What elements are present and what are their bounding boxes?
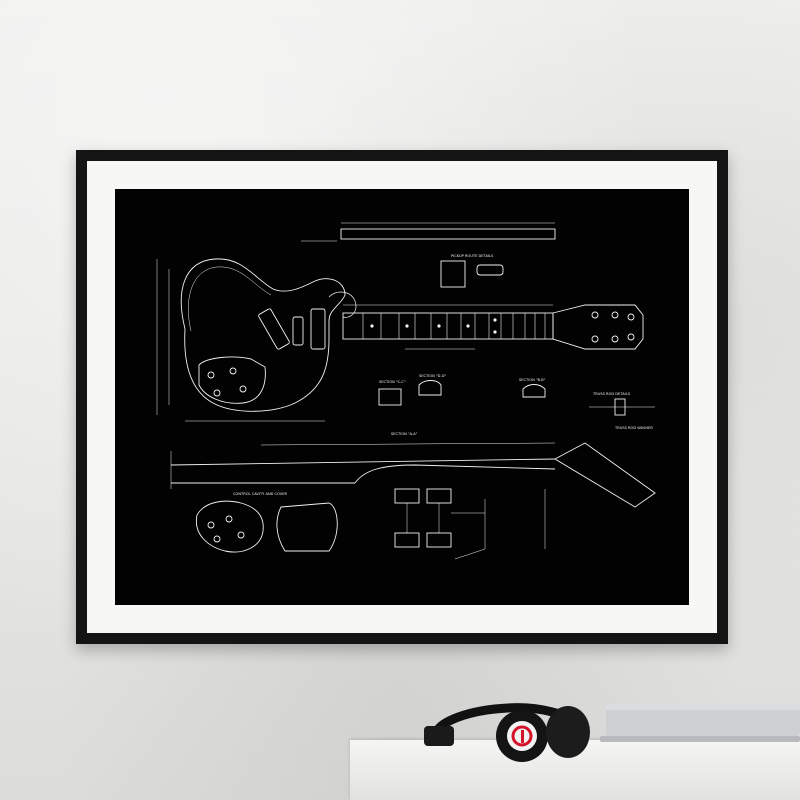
fretboard-top-strip xyxy=(340,228,556,240)
truss-rod-detail xyxy=(614,398,626,416)
picture-frame: PICKUP ROUTE DETAILS CONTROL CAVITY AND … xyxy=(76,150,728,644)
headstock xyxy=(552,304,644,350)
label-section-aa: SECTION "A-A" xyxy=(391,432,418,436)
side-profile-top xyxy=(170,458,556,466)
frame-mat: PICKUP ROUTE DETAILS CONTROL CAVITY AND … xyxy=(87,161,717,633)
label-control-cavity: CONTROL CAVITY AND COVER xyxy=(233,492,288,496)
pickup-route-detail xyxy=(440,260,466,288)
label-pickup-route: PICKUP ROUTE DETAILS xyxy=(451,254,494,258)
section-aa-detail xyxy=(378,388,402,406)
schematic-pot-1 xyxy=(394,488,420,504)
guitar-body-outline xyxy=(180,258,346,412)
pickup-neck xyxy=(258,308,290,350)
label-section-bb: SECTION "B-B" xyxy=(519,378,546,382)
label-truss-rod: TRUSS ROD DETAILS xyxy=(592,392,631,396)
side-profile-headstock xyxy=(554,442,656,508)
control-plate xyxy=(198,356,266,404)
headphones-icon xyxy=(424,703,590,762)
control-cavity-outline xyxy=(195,500,264,553)
laptop-icon xyxy=(600,704,800,742)
label-section-dd: SECTION "D-D" xyxy=(419,374,446,378)
guitar-neck xyxy=(342,312,554,340)
label-section-cc: SECTION "C-C" xyxy=(379,380,406,384)
control-cover-outline xyxy=(276,502,338,552)
blueprint-print: PICKUP ROUTE DETAILS CONTROL CAVITY AND … xyxy=(115,189,689,605)
guitar-blueprint-drawing: PICKUP ROUTE DETAILS CONTROL CAVITY AND … xyxy=(156,222,656,560)
pickup-bridge xyxy=(310,308,326,350)
label-truss-washer: TRUSS ROD WASHER xyxy=(614,426,653,430)
